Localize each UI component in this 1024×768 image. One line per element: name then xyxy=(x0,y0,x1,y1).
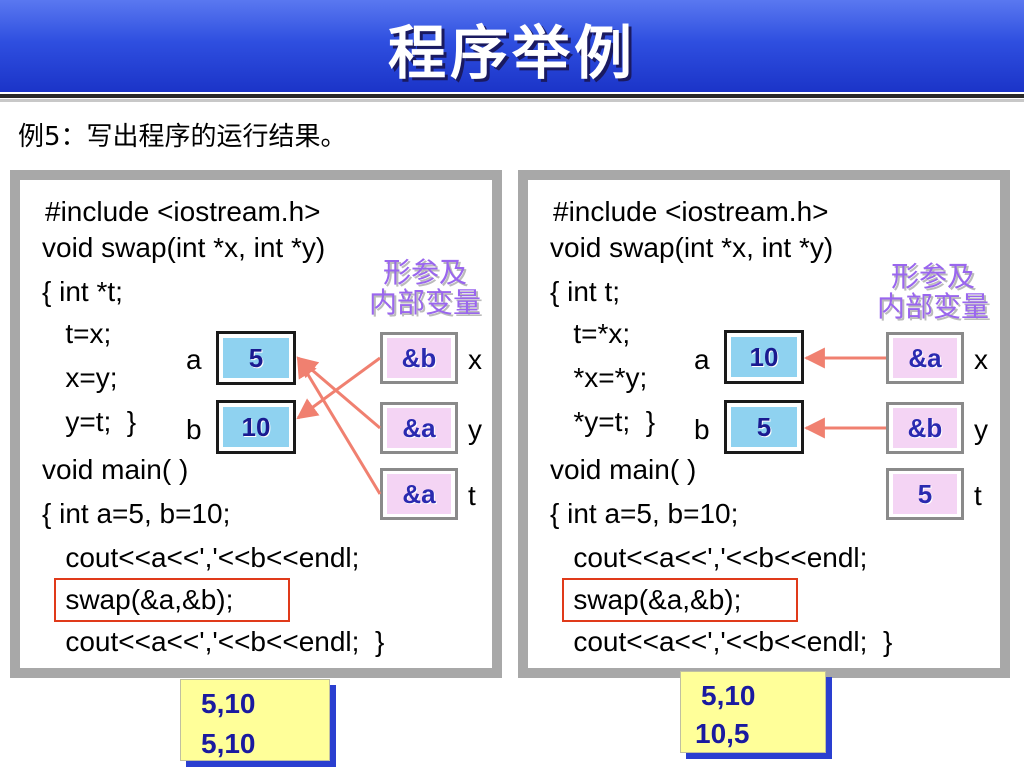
code-line: swap(&a,&b); xyxy=(42,584,234,615)
param-y-label: y xyxy=(974,414,988,445)
param-x-label: x xyxy=(468,344,482,375)
code-line: t=*x; xyxy=(550,318,631,349)
param-y-value: &b xyxy=(893,408,957,448)
code-line: cout<<a<<','<<b<<endl; } xyxy=(42,626,385,657)
code-line: *x=*y; xyxy=(550,362,648,393)
param-x-box: &a xyxy=(886,332,964,384)
note-params: 形参及 内部变量 xyxy=(858,262,1008,322)
var-a-label: a xyxy=(186,344,202,375)
var-a-value: 10 xyxy=(731,337,797,377)
title-divider xyxy=(0,94,1024,98)
code-line: #include <iostream.h> xyxy=(45,196,321,227)
var-a-label: a xyxy=(694,344,710,375)
code-line: { int a=5, b=10; xyxy=(550,498,739,529)
param-x-value: &a xyxy=(893,338,957,378)
swap-call-highlight xyxy=(562,578,798,622)
var-b-box: 5 xyxy=(724,400,804,454)
note-params: 形参及 内部变量 xyxy=(350,258,500,318)
output-line: 5,10 xyxy=(201,688,256,719)
code-line: t=x; xyxy=(42,318,112,349)
var-a-box: 10 xyxy=(724,330,804,384)
param-t-value: &a xyxy=(387,474,451,514)
left-code-panel: #include <iostream.h> void swap(int *x, … xyxy=(10,170,502,678)
code-line: swap(&a,&b); xyxy=(550,584,742,615)
param-y-label: y xyxy=(468,414,482,445)
note-line: 形参及 xyxy=(382,256,467,289)
param-t-box: 5 xyxy=(886,468,964,520)
var-b-box: 10 xyxy=(216,400,296,454)
code-line: cout<<a<<','<<b<<endl; xyxy=(550,542,868,573)
code-line: x=y; xyxy=(42,362,118,393)
problem-statement: 例5：写出程序的运行结果。 xyxy=(18,122,347,152)
left-output-box: 5,10 5,10 xyxy=(180,679,330,761)
pointer-arrows xyxy=(803,347,886,439)
param-t-label: t xyxy=(974,480,982,511)
code-line: { int a=5, b=10; xyxy=(42,498,231,529)
code-line: void swap(int *x, int *y) xyxy=(550,232,834,263)
title-divider-light xyxy=(0,99,1024,102)
title-bar xyxy=(0,0,1024,92)
pointer-arrows xyxy=(296,356,382,495)
page-title: 程序举例 xyxy=(387,19,636,87)
right-output-box: 5,10 10,5 xyxy=(680,671,826,753)
code-line: cout<<a<<','<<b<<endl; } xyxy=(550,626,893,657)
param-y-box: &a xyxy=(380,402,458,454)
code-line: y=t; } xyxy=(42,406,137,437)
note-line: 内部变量 xyxy=(876,290,989,323)
param-y-value: &a xyxy=(387,408,451,448)
output-line: 5,10 xyxy=(701,680,756,711)
var-b-value: 10 xyxy=(223,407,289,447)
code-line: void main( ) xyxy=(42,454,189,485)
var-b-label: b xyxy=(186,414,202,445)
var-b-value: 5 xyxy=(731,407,797,447)
var-a-value: 5 xyxy=(223,338,289,378)
note-line: 形参及 xyxy=(890,260,975,293)
var-b-label: b xyxy=(694,414,710,445)
param-x-box: &b xyxy=(380,332,458,384)
note-line: 内部变量 xyxy=(368,286,481,319)
code-line: { int t; xyxy=(550,276,621,307)
param-x-value: &b xyxy=(387,338,451,378)
swap-call-highlight xyxy=(54,578,290,622)
code-line: *y=t; } xyxy=(550,406,656,437)
output-line: 5,10 xyxy=(201,728,256,759)
param-y-box: &b xyxy=(886,402,964,454)
right-code-panel: #include <iostream.h> void swap(int *x, … xyxy=(518,170,1010,678)
param-x-label: x xyxy=(974,344,988,375)
arrow-t-to-a xyxy=(296,356,382,495)
arrow-x-to-b xyxy=(296,356,381,420)
code-line: void swap(int *x, int *y) xyxy=(42,232,326,263)
param-t-label: t xyxy=(468,480,476,511)
code-line: void main( ) xyxy=(550,454,697,485)
code-line: #include <iostream.h> xyxy=(553,196,829,227)
code-line: cout<<a<<','<<b<<endl; xyxy=(42,542,360,573)
param-t-box: &a xyxy=(380,468,458,520)
param-t-value: 5 xyxy=(893,474,957,514)
var-a-box: 5 xyxy=(216,331,296,385)
output-line: 10,5 xyxy=(695,718,750,749)
code-line: { int *t; xyxy=(42,276,123,307)
